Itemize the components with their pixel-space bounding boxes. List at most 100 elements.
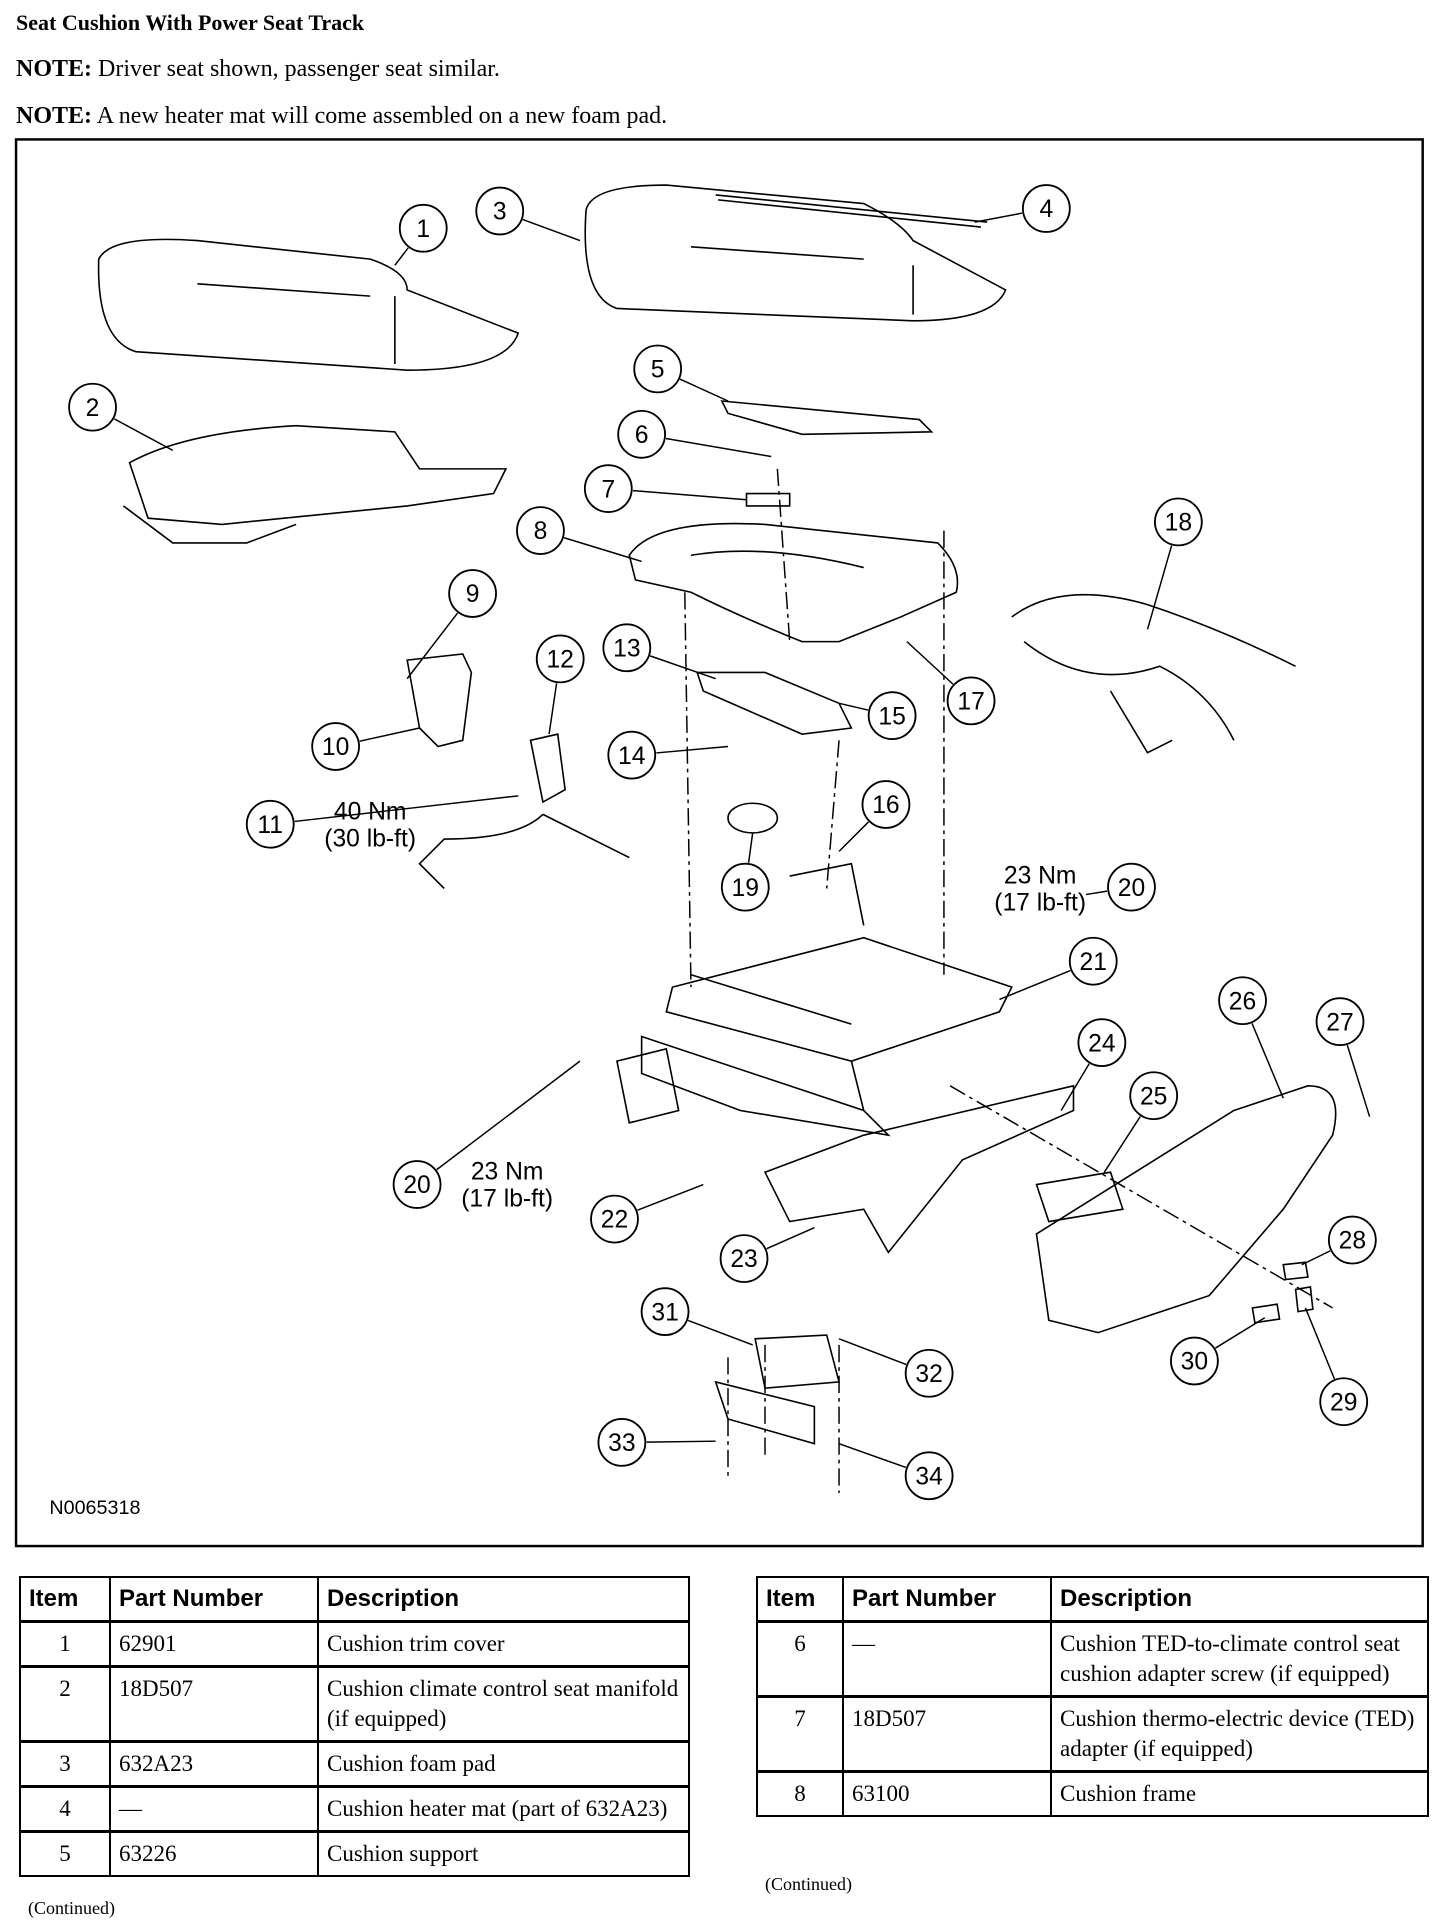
callout-number: 2: [86, 395, 100, 422]
callout-circle: [640, 1287, 690, 1336]
continued-note: (Continued): [28, 1898, 115, 1918]
callout-circle: [590, 1194, 639, 1244]
callout-number: 26: [1229, 988, 1256, 1015]
callout-10: 10: [311, 722, 360, 771]
ted-adapter-drawing: [745, 492, 791, 507]
callout-circle: [1319, 1377, 1369, 1427]
bracket-drawing: [616, 1047, 680, 1124]
part-number-cell: —: [842, 1620, 1052, 1698]
leader-line: [1085, 890, 1108, 896]
callout-number: 22: [601, 1207, 628, 1234]
callout-34: 34: [904, 1451, 954, 1501]
item-cell: 3: [19, 1740, 111, 1788]
trim-cover-drawing: [97, 238, 520, 371]
callout-7: 7: [583, 464, 633, 513]
item-cell: 7: [756, 1695, 844, 1773]
callout-number: 8: [534, 518, 548, 545]
torque-nm-label: 23 Nm: [471, 1159, 544, 1186]
continued-note: (Continued): [765, 1874, 852, 1894]
figure-id: N0065318: [49, 1497, 140, 1519]
callout-19: 19: [720, 862, 770, 912]
callout-2: 2: [68, 382, 117, 432]
callout-number: 19: [732, 875, 759, 902]
leader-line: [649, 655, 716, 680]
leader-line: [359, 727, 420, 742]
description-cell: Cushion frame: [1050, 1770, 1429, 1817]
callout-number: 17: [957, 688, 984, 715]
note-label: NOTE:: [16, 56, 93, 82]
callout-number: 18: [1165, 510, 1192, 537]
column-header-description: Description: [1050, 1576, 1429, 1623]
parts-table-2: Item Part Number Description 6—Cushion T…: [756, 1576, 1429, 1817]
callout-number: 32: [915, 1361, 942, 1388]
callout-number: 5: [651, 357, 665, 384]
leader-line: [687, 1319, 753, 1346]
part-number-cell: 63100: [842, 1770, 1052, 1817]
callout-circle: [633, 344, 683, 394]
cushion-frame-drawing: [628, 522, 959, 643]
callout-number: 23: [730, 1246, 757, 1273]
callout-circle: [861, 780, 911, 829]
callout-6: 6: [617, 409, 666, 459]
callout-number: 33: [608, 1430, 635, 1457]
callout-number: 25: [1140, 1083, 1167, 1110]
torque-lbft-label: (30 lb-ft): [324, 825, 416, 852]
callout-circle: [720, 862, 770, 912]
leader-line: [1251, 1023, 1284, 1099]
note-2: NOTE: A new heater mat will come assembl…: [16, 103, 667, 130]
leader-line: [838, 821, 870, 852]
callout-26: 26: [1218, 976, 1267, 1026]
module-31-drawing: [714, 1334, 841, 1445]
table-row: 4—Cushion heater mat (part of 632A23): [19, 1785, 690, 1833]
part-number-cell: 18D507: [109, 1665, 319, 1743]
part-number-cell: 18D507: [842, 1695, 1052, 1773]
callout-30: 30: [1170, 1336, 1219, 1386]
description-cell: Cushion TED-to-climate control seat cush…: [1050, 1620, 1429, 1698]
callout-number: 10: [322, 734, 349, 761]
callout-number: 34: [915, 1463, 942, 1490]
leader-line: [522, 218, 581, 242]
callout-9: 9: [448, 569, 497, 618]
leader-line: [747, 832, 754, 863]
foam-pad-drawing: [584, 184, 1007, 322]
leader-line: [1215, 1317, 1266, 1349]
callout-circle: [1129, 1071, 1179, 1121]
part-number-cell: 62901: [109, 1620, 319, 1668]
leader-line: [906, 641, 954, 685]
callout-number: 30: [1181, 1349, 1208, 1376]
callout-number: 9: [466, 581, 480, 608]
table-row: 6—Cushion TED-to-climate control seat cu…: [756, 1620, 1429, 1698]
callout-circle: [904, 1348, 954, 1398]
callout-17: 17: [946, 676, 996, 726]
wiring-harness-drawing: [1011, 593, 1296, 754]
item-cell: 4: [19, 1785, 111, 1833]
callout-number: 15: [878, 703, 905, 730]
leader-line: [394, 247, 409, 266]
callout-number: 13: [613, 635, 640, 662]
leader-line: [679, 378, 729, 402]
leader-line: [646, 1440, 716, 1443]
callout-circle: [597, 1418, 647, 1467]
leader-line: [999, 969, 1071, 1001]
leader-line: [656, 745, 729, 754]
callout-circle: [904, 1451, 954, 1501]
manifold-drawing: [122, 424, 508, 544]
torque-nm-label: 40 Nm: [334, 798, 407, 825]
callout-number: 20: [1118, 875, 1145, 902]
callout-21: 21: [1068, 936, 1118, 986]
leader-line: [294, 795, 519, 823]
callout-16: 16: [861, 780, 911, 829]
leader-line: [1146, 545, 1173, 630]
leader-line: [838, 1338, 907, 1366]
callout-circle: [245, 799, 295, 849]
callout-24: 24: [1077, 1018, 1127, 1068]
knob-drawings: [1251, 1261, 1314, 1324]
callout-circle: [448, 569, 497, 618]
callout-number: 6: [635, 422, 649, 449]
